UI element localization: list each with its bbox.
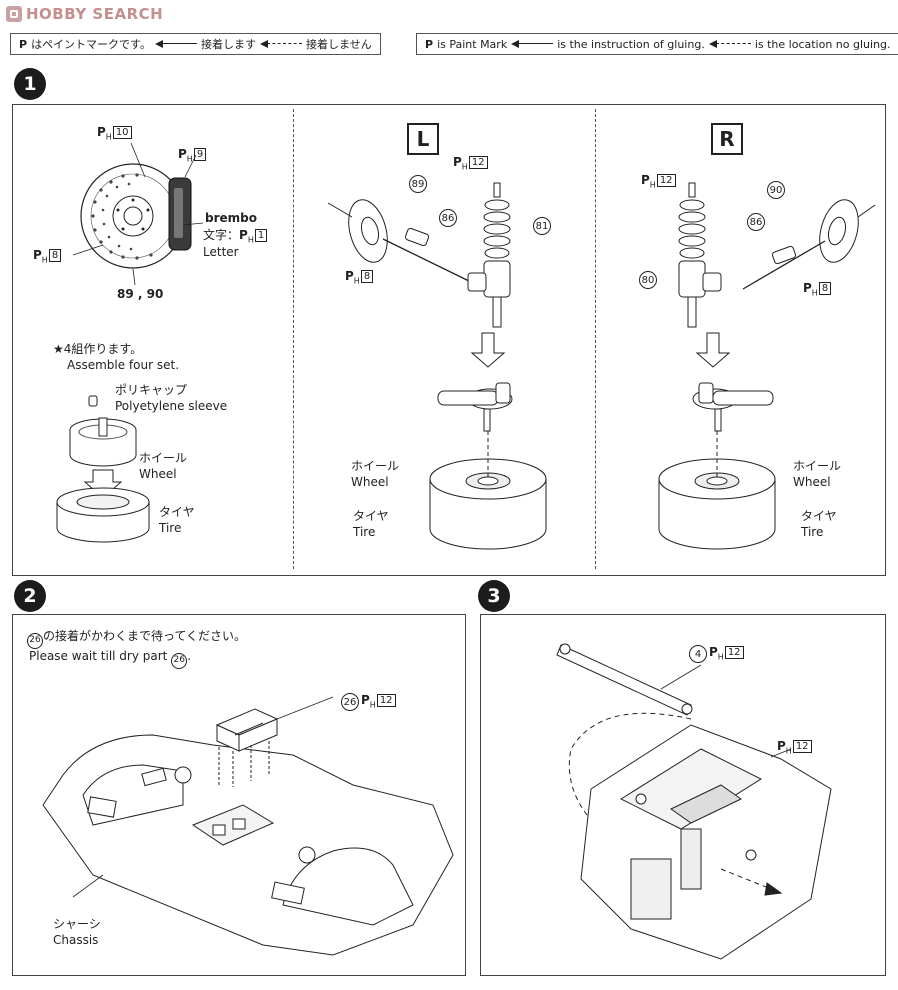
wheel-en-left: Wheel <box>351 475 389 489</box>
glue-arrow-icon <box>154 40 197 48</box>
legend-jp-paint: はペイントマークです。 <box>31 38 151 51</box>
tire-jp-right: タイヤ <box>801 509 837 523</box>
step2-note-en: Please wait till dry part 26. <box>29 649 191 669</box>
step3-drawing <box>556 643 832 960</box>
brake-leader-lines <box>72 142 204 286</box>
wheel-jp-right: ホイール <box>793 459 842 473</box>
sleeve-jp: ポリキャップ <box>115 383 188 397</box>
right-side-label: R <box>711 123 743 155</box>
no-glue-arrow-icon <box>259 40 302 48</box>
right-suspension-drawing <box>658 182 876 550</box>
step2-part-26: 26 <box>341 693 359 711</box>
chassis-jp: シャーシ <box>53 917 101 931</box>
divider-left <box>293 109 294 569</box>
brand-header[interactable]: HOBBY SEARCH <box>6 5 163 23</box>
legend-en-glue: is the instruction of gluing. <box>557 37 705 51</box>
no-glue-arrow-icon <box>708 40 751 48</box>
step-2-badge: 2 <box>14 580 46 612</box>
legend-jp-glue: 接着します <box>200 38 256 51</box>
left-part-81: 81 <box>533 217 551 235</box>
left-side-label: L <box>407 123 439 155</box>
wheel-jp-step1: ホイール <box>139 451 188 465</box>
step-3-badge: 3 <box>478 580 510 612</box>
divider-right <box>595 109 596 569</box>
brembo-label: brembo <box>205 211 257 225</box>
sleeve-en: Polyetylene sleeve <box>115 399 228 413</box>
paint-mark-icon: P <box>425 37 434 51</box>
chassis-drawing <box>42 696 454 956</box>
right-part-86: 86 <box>747 213 765 231</box>
left-part-86: 86 <box>439 209 457 227</box>
legend-japanese: P はペイントマークです。 接着します 接着しません <box>10 33 381 55</box>
tire-jp-step1: タイヤ <box>159 505 195 519</box>
wheel-en-step1: Wheel <box>139 467 177 481</box>
tire-en-left: Tire <box>353 525 376 539</box>
tire-en-step1: Tire <box>159 521 182 535</box>
left-part-89: 89 <box>409 175 427 193</box>
wheel-jp-left: ホイール <box>351 459 400 473</box>
paint-mark-icon: P <box>19 37 28 51</box>
legend-en-no-glue: is the location no gluing. <box>754 37 891 51</box>
tire-jp-left: タイヤ <box>353 509 389 523</box>
tire-en-right: Tire <box>801 525 824 539</box>
brembo-letter-en: Letter <box>203 245 239 259</box>
step3-part-4: 4 <box>689 645 707 663</box>
right-part-90: 90 <box>767 181 785 199</box>
brake-part-numbers: 89 , 90 <box>117 287 164 301</box>
step-1-badge: 1 <box>14 68 46 100</box>
assemble-jp: ★4組作ります。 <box>53 342 143 356</box>
right-part-80: 80 <box>639 271 657 289</box>
brake-disc-drawing <box>80 163 192 269</box>
legend-english: P is Paint Mark is the instruction of gl… <box>416 33 898 55</box>
assemble-en: Assemble four set. <box>67 358 180 372</box>
chassis-en: Chassis <box>53 933 99 947</box>
brand-name: HOBBY SEARCH <box>26 5 164 23</box>
legend-en-paint: is Paint Mark <box>437 37 508 51</box>
left-suspension-drawing <box>327 182 547 550</box>
hobby-search-logo-icon <box>6 6 22 22</box>
wheel-tire-drawing <box>56 395 150 543</box>
legend-jp-no-glue: 接着しません <box>305 38 372 51</box>
glue-arrow-icon <box>511 40 554 48</box>
wheel-en-right: Wheel <box>793 475 831 489</box>
